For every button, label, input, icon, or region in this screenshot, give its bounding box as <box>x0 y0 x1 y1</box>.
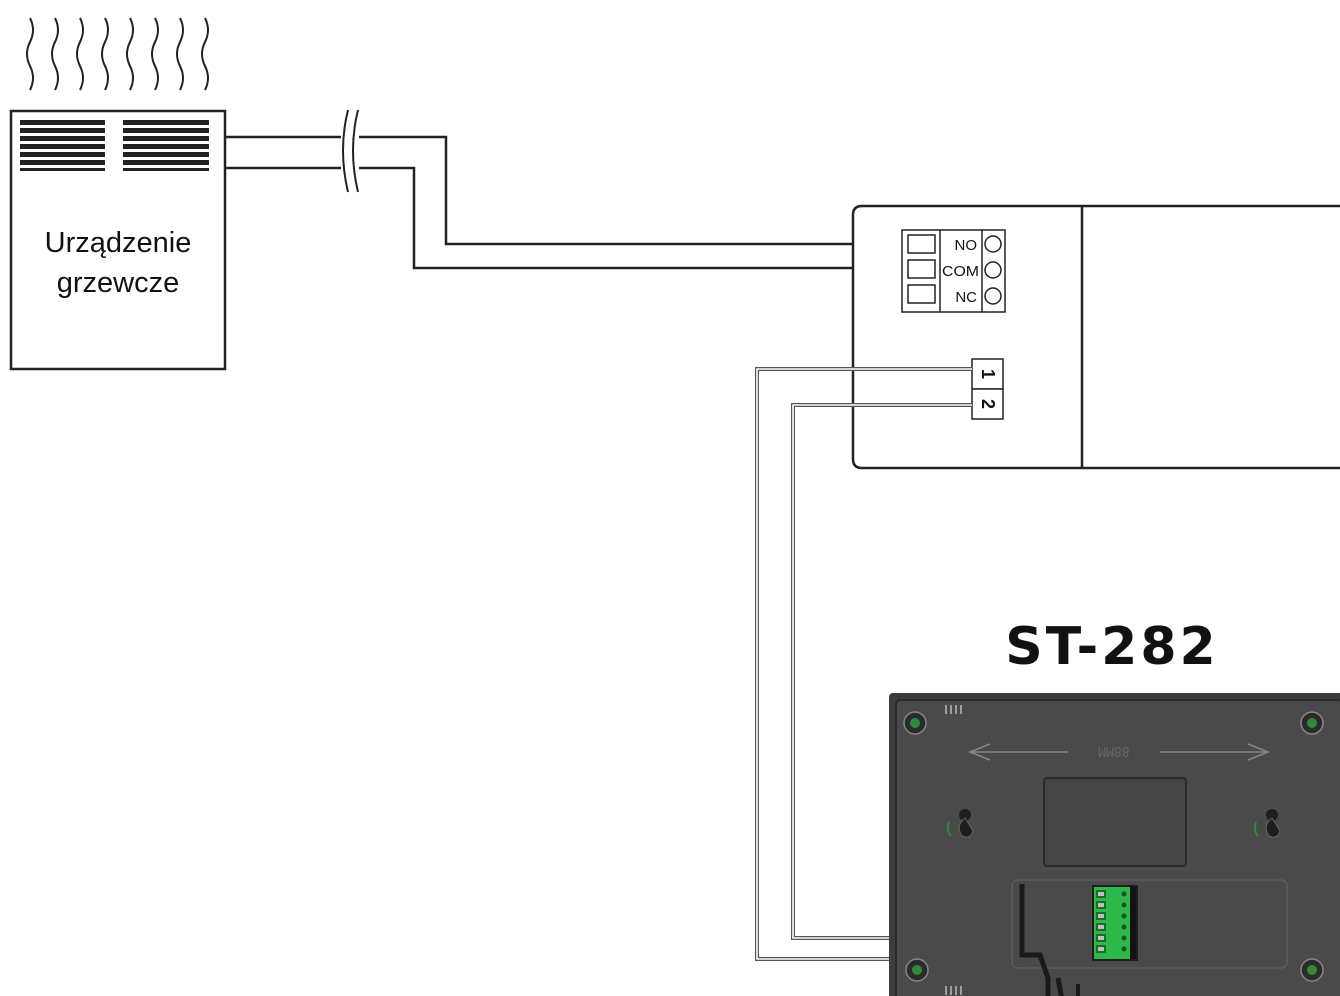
terminal-label-com: COM <box>942 263 979 280</box>
keyhole-mount-right <box>1253 809 1281 838</box>
heater-grille <box>20 120 209 171</box>
terminal-nc-slot <box>907 284 936 304</box>
terminal-no-slot <box>907 234 936 254</box>
input-terminal-block: 1 2 <box>971 358 1004 420</box>
cable-break-symbol <box>341 109 359 193</box>
input-terminal-label-2: 2 <box>978 399 998 409</box>
housing-screw-top-left <box>903 711 927 735</box>
dimension-arrow <box>967 743 1271 761</box>
terminal-com-screw <box>984 261 1002 279</box>
housing-screw-bottom-right <box>1300 958 1324 982</box>
terminal-nc-screw <box>984 287 1002 305</box>
housing-screw-top-right <box>1300 711 1324 735</box>
heat-waves <box>26 17 209 91</box>
relay-terminal-block: NO COM NC <box>901 229 1006 313</box>
wire-channel <box>1011 879 1288 969</box>
terminal-label-no: NO <box>955 237 978 254</box>
dimension-label: 88MM <box>1098 743 1129 758</box>
terminal-no-screw <box>984 235 1002 253</box>
heating-device: Urządzenie grzewcze <box>9 109 227 371</box>
keyhole-mount-left <box>946 809 974 838</box>
controller-model-label: ST-282 <box>1005 617 1218 677</box>
controller-back-housing: 88MM <box>889 693 1340 996</box>
heater-label-line2: grzewcze <box>57 267 180 299</box>
heater-label-line1: Urządzenie <box>45 227 192 259</box>
input-terminal-label-1: 1 <box>978 369 998 379</box>
center-recess <box>1043 777 1187 867</box>
heater-relay-wires <box>225 135 920 270</box>
terminal-com-slot <box>907 259 936 279</box>
housing-screw-bottom-left <box>905 958 929 982</box>
controller-terminal-block <box>1092 885 1138 961</box>
relay-module: NO COM NC 1 2 <box>851 204 1340 470</box>
terminal-label-nc: NC <box>955 289 977 306</box>
